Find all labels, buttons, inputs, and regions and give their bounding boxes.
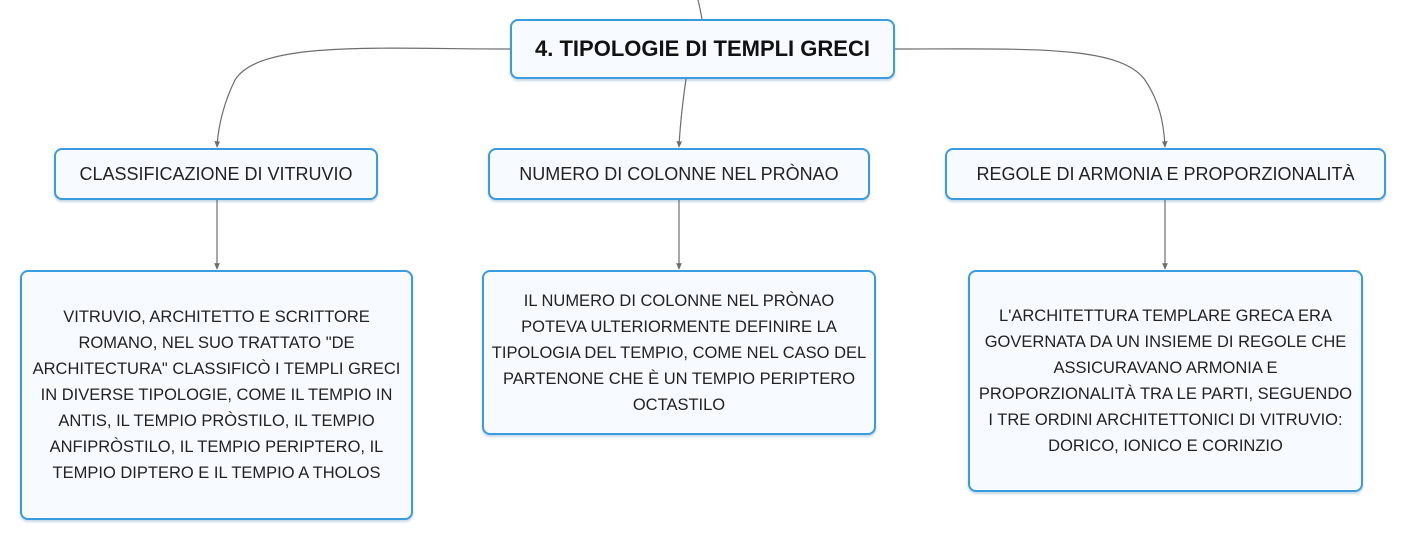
- topic-label: CLASSIFICAZIONE DI VITRUVIO: [79, 163, 353, 184]
- connector-root-to-category-1: [214, 47, 511, 148]
- root-topic-title: 4. TIPOLOGIE DI TEMPLI GRECI: [535, 36, 870, 61]
- subtopic-armonia-detail[interactable]: L'ARCHITETTURA TEMPLARE GRECA ERA GOVERN…: [968, 270, 1363, 492]
- subtopic-text: IL NUMERO DI COLONNE NEL PRÒNAO POTEVA U…: [491, 291, 867, 414]
- connector-root-to-category-2: [676, 78, 687, 148]
- subtopic-colonne-detail[interactable]: IL NUMERO DI COLONNE NEL PRÒNAO POTEVA U…: [482, 270, 876, 435]
- topic-label: NUMERO DI COLONNE NEL PRÒNAO: [519, 163, 839, 184]
- topic-label: REGOLE DI ARMONIA E PROPORZIONALITÀ: [976, 163, 1355, 184]
- root-topic[interactable]: 4. TIPOLOGIE DI TEMPLI GRECI: [510, 19, 895, 79]
- topic-classificazione-vitruvio[interactable]: CLASSIFICAZIONE DI VITRUVIO: [54, 148, 378, 200]
- topic-regole-armonia[interactable]: REGOLE DI ARMONIA E PROPORZIONALITÀ: [945, 148, 1386, 200]
- subtopic-text: VITRUVIO, ARCHITETTO E SCRITTORE ROMANO,…: [32, 308, 401, 482]
- topic-numero-colonne[interactable]: NUMERO DI COLONNE NEL PRÒNAO: [488, 148, 870, 200]
- connector-root-to-category-3: [894, 48, 1168, 148]
- subtopic-vitruvio-detail[interactable]: VITRUVIO, ARCHITETTO E SCRITTORE ROMANO,…: [20, 270, 413, 520]
- incoming-connector: [697, 0, 703, 20]
- subtopic-text: L'ARCHITETTURA TEMPLARE GRECA ERA GOVERN…: [978, 307, 1353, 455]
